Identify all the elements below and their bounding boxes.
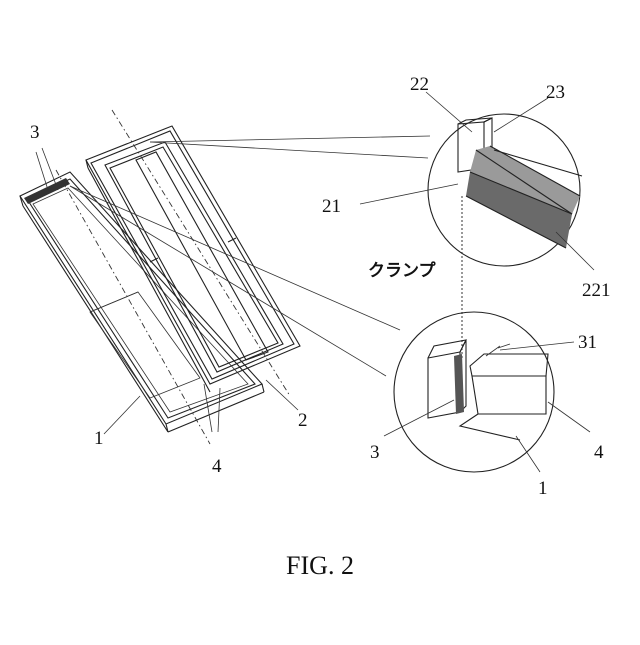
label-31: 31 — [578, 332, 597, 353]
label-3-top: 3 — [30, 122, 40, 143]
label-4-right: 4 — [594, 442, 604, 463]
label-22: 22 — [410, 74, 429, 95]
figure-caption: FIG. 2 — [286, 551, 354, 580]
label-23: 23 — [546, 82, 565, 103]
label-3-bottom: 3 — [370, 442, 380, 463]
label-221: 221 — [582, 280, 611, 301]
centerline-right — [112, 110, 290, 396]
callout-leaders — [70, 136, 430, 376]
label-4-left: 4 — [212, 456, 222, 477]
label-2: 2 — [298, 410, 308, 431]
label-21: 21 — [322, 196, 341, 217]
detail-circle-lower — [394, 312, 554, 472]
clamp-label: クランプ — [368, 260, 436, 281]
base-plate — [20, 172, 264, 432]
label-leaders — [36, 92, 594, 472]
label-1-left: 1 — [94, 428, 104, 449]
detail-circle-upper — [428, 114, 582, 266]
label-1-bottom: 1 — [538, 478, 548, 499]
